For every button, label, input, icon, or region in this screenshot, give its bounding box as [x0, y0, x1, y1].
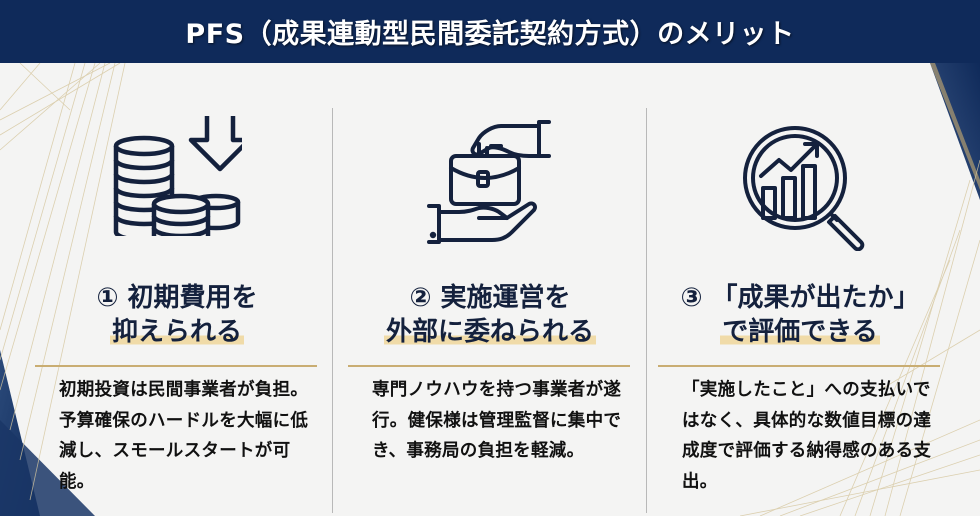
page-title: PFS（成果連動型民間委託契約方式）のメリット — [185, 19, 795, 50]
gold-rule — [658, 365, 940, 367]
column-divider — [646, 108, 647, 513]
heading-line-1: ① 初期費用を — [96, 283, 258, 313]
merit-card-outsourcing: ② 実施運営を 外部に委ねられる 専門ノウハウを持つ事業者が遂行。健保様は管理監… — [340, 63, 640, 516]
merit-description: 専門ノウハウを持つ事業者が遂行。健保様は管理監督に集中でき、事務局の負担を軽減。 — [372, 380, 622, 461]
merit-description: 「実施したこと」への支払いではなく、具体的な数値目標の達成度で評価する納得感のあ… — [682, 380, 932, 492]
heading-line-2-highlighted: で評価できる — [720, 317, 880, 347]
heading-line-1: ③ 「成果が出たか」 — [680, 283, 920, 313]
heading-line-1: ② 実施運営を — [409, 283, 571, 313]
heading-line-2-highlighted: 外部に委ねられる — [383, 317, 596, 347]
title-banner: PFS（成果連動型民間委託契約方式）のメリット — [0, 0, 980, 63]
gold-rule — [348, 365, 630, 367]
merit-heading: ② 実施運営を 外部に委ねられる — [340, 281, 640, 349]
gold-rule — [35, 365, 317, 367]
hand-over-briefcase-icon — [427, 120, 551, 244]
merit-card-outcome-evaluation: ③ 「成果が出たか」 で評価できる 「実施したこと」への支払いではなく、具体的な… — [650, 63, 950, 516]
merit-description: 初期投資は民間事業者が負担。予算確保のハードルを大幅に低減し、スモールスタートが… — [59, 380, 309, 492]
merit-heading: ③ 「成果が出たか」 で評価できる — [650, 281, 950, 349]
column-divider — [332, 108, 333, 513]
magnifier-growth-chart-icon — [743, 126, 865, 251]
merit-card-initial-cost: ① 初期費用を 抑えられる 初期投資は民間事業者が負担。予算確保のハードルを大幅… — [27, 63, 327, 516]
coins-down-arrow-icon — [113, 116, 242, 236]
heading-line-2-highlighted: 抑えられる — [109, 317, 244, 347]
merit-heading: ① 初期費用を 抑えられる — [27, 281, 327, 349]
